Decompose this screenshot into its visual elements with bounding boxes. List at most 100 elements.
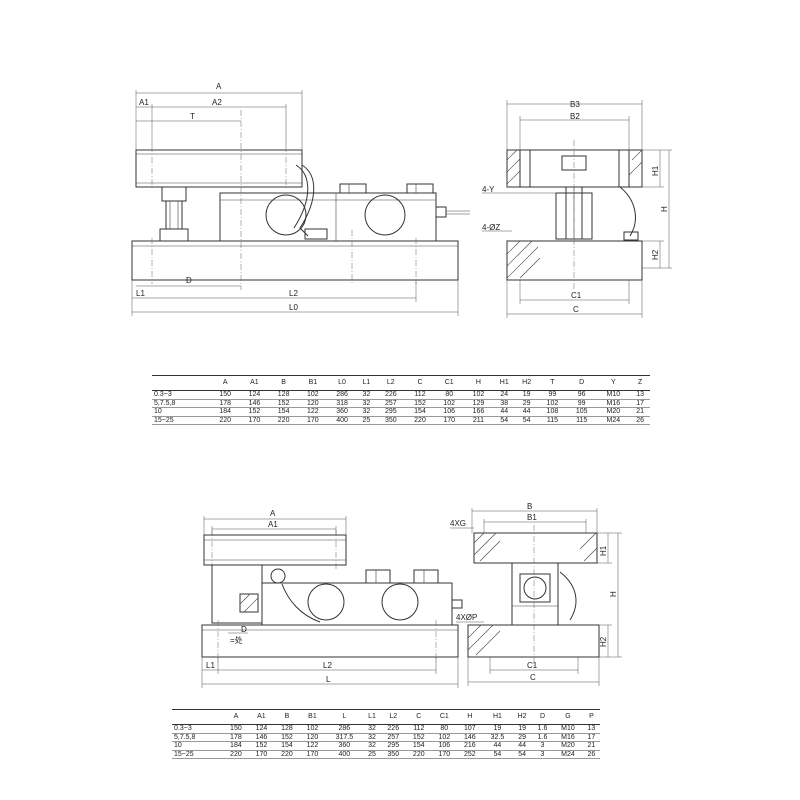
value-cell: 360 [325,741,364,751]
note-4-z: 4-ØZ [482,223,500,232]
value-cell: 350 [380,750,407,759]
value-cell: 32 [363,724,381,734]
header-cell: L2 [376,375,406,391]
value-cell: 124 [239,390,270,400]
value-cell: 44 [493,407,516,417]
value-cell: 13 [630,390,650,400]
dim-c: C [573,305,579,314]
header-cell: A1 [248,709,275,725]
value-cell: M16 [553,733,583,742]
header-cell [152,375,211,391]
value-cell: 32 [356,390,377,400]
value-cell: 257 [376,399,406,408]
dim-b2: B2 [570,112,580,121]
header-cell: A1 [239,375,270,391]
dim-b3: B3 [570,100,580,109]
value-cell: 44 [482,741,513,751]
value-cell: 152 [269,399,299,408]
value-cell: 318 [327,399,357,408]
value-cell: 1.6 [531,733,554,742]
value-cell: 170 [248,750,275,759]
dim-l2-2: L2 [323,661,332,670]
header-cell: B [269,375,299,391]
dim-l1-2: L1 [206,661,215,670]
value-cell: 21 [630,407,650,417]
value-cell: 99 [567,399,597,408]
value-cell: 124 [248,724,275,734]
dim-a-2: A [270,509,276,518]
value-cell: 360 [327,407,357,417]
dim-d: D [186,276,192,285]
value-cell: 170 [239,416,270,425]
header-cell: B [274,709,300,725]
value-cell: 128 [274,724,300,734]
value-cell: 105 [567,407,597,417]
value-cell: 19 [482,724,513,734]
capacity-cell: 0.3~3 [172,724,224,734]
header-cell [172,709,224,725]
value-cell: 122 [299,741,326,751]
header-cell: A [223,709,249,725]
header-cell: C1 [431,709,458,725]
value-cell: 220 [223,750,249,759]
front-view-1 [131,90,470,316]
header-cell: L0 [327,375,357,391]
value-cell: 220 [269,416,299,425]
header-cell: H2 [515,375,538,391]
value-cell: 54 [493,416,516,425]
value-cell: M24 [553,750,583,759]
value-cell: 400 [327,416,357,425]
value-cell: 54 [482,750,513,759]
dim-c1-2: C1 [527,661,538,670]
value-cell: 96 [567,390,597,400]
value-cell: 170 [434,416,464,425]
value-cell: 26 [630,416,650,425]
value-cell: 154 [269,407,299,417]
value-cell: 170 [298,416,328,425]
value-cell: M10 [596,390,631,400]
value-cell: 211 [463,416,494,425]
dim-h1-2: H1 [599,545,608,556]
value-cell: 146 [239,399,270,408]
value-cell: 25 [356,416,377,425]
value-cell: 295 [376,407,406,417]
value-cell: 106 [434,407,464,417]
value-cell: 220 [274,750,300,759]
header-cell: P [582,709,600,725]
value-cell: 26 [582,750,600,759]
value-cell: M20 [596,407,631,417]
value-cell: 44 [515,407,538,417]
header-cell: H2 [512,709,532,725]
value-cell: 54 [512,750,532,759]
value-cell: 102 [299,724,326,734]
value-cell: 21 [582,741,600,751]
value-cell: 120 [298,399,328,408]
value-cell: 216 [457,741,483,751]
header-cell: L [325,709,364,725]
value-cell: 19 [512,724,532,734]
capacity-cell: 5,7.5,8 [172,733,224,742]
dim-a2: A2 [212,98,222,107]
header-cell: Z [630,375,650,391]
value-cell: 170 [299,750,326,759]
value-cell: 184 [210,407,240,417]
value-cell: 102 [463,390,494,400]
value-cell: 178 [210,399,240,408]
value-cell: 112 [405,390,435,400]
value-cell: 107 [457,724,483,734]
capacity-cell: 5,7.5,8 [152,399,211,408]
capacity-cell: 10 [172,741,224,751]
value-cell: 32 [356,407,377,417]
value-cell: 152 [405,399,435,408]
value-cell: 128 [269,390,299,400]
dim-l1: L1 [136,289,145,298]
header-cell: C [406,709,432,725]
value-cell: 226 [376,390,406,400]
